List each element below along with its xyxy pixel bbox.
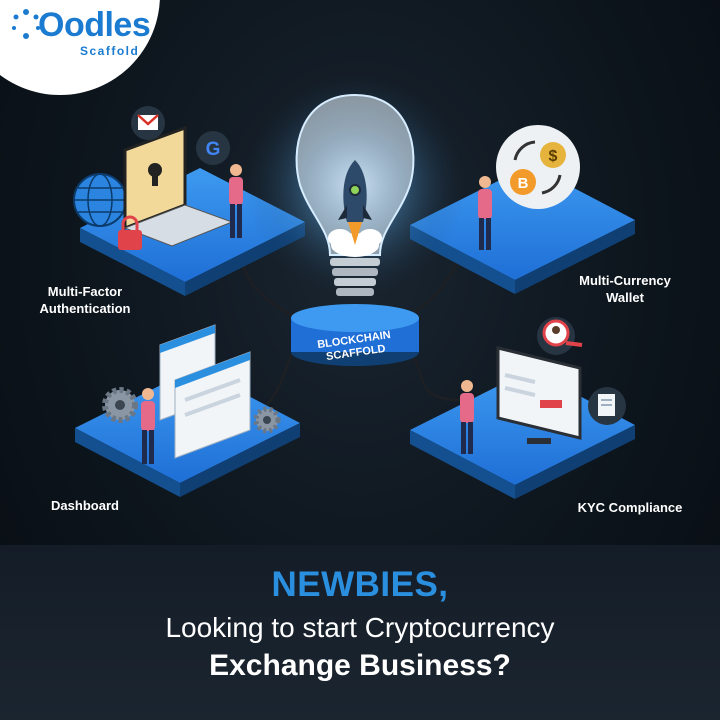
monitor-icon bbox=[496, 346, 582, 444]
laptop-lock-icon bbox=[123, 125, 234, 247]
feature-label-dashboard: Dashboard bbox=[51, 498, 119, 513]
gmail-icon bbox=[131, 106, 165, 140]
gear-icon bbox=[102, 387, 138, 423]
svg-text:B: B bbox=[518, 175, 529, 192]
svg-text:G: G bbox=[206, 139, 221, 160]
logo-name: Oodles bbox=[38, 6, 151, 44]
currency-exchange-icon: $ B bbox=[496, 125, 580, 209]
headline-newbies: NEWBIES, bbox=[271, 565, 449, 604]
svg-text:$: $ bbox=[549, 148, 558, 165]
person-figure bbox=[229, 164, 243, 238]
magnifier-user-icon bbox=[537, 317, 583, 355]
headline-subtext: Looking to start Cryptocurrency bbox=[165, 612, 555, 643]
wallet-line-1: Multi-Currency bbox=[579, 273, 671, 288]
gear-icon bbox=[253, 406, 281, 434]
wallet-line-2: Wallet bbox=[606, 290, 644, 305]
person-figure bbox=[478, 176, 492, 250]
logo-dots-icon bbox=[12, 9, 40, 39]
headline-banner: NEWBIES, Looking to start Cryptocurrency… bbox=[0, 545, 720, 720]
feature-label-mfa: Multi-Factor Authentication bbox=[20, 283, 150, 317]
feature-label-kyc: KYC Compliance bbox=[577, 500, 683, 515]
globe-icon bbox=[73, 173, 127, 227]
rocket-icon bbox=[328, 160, 382, 257]
person-figure bbox=[141, 388, 155, 464]
dashboard-screens-icon bbox=[159, 324, 251, 459]
person-figure bbox=[460, 380, 474, 454]
mfa-line-1: Multi-Factor bbox=[47, 284, 123, 299]
logo-subtitle: Scaffold bbox=[80, 44, 140, 58]
feature-label-wallet: Multi-Currency Wallet bbox=[560, 272, 690, 306]
padlock-icon bbox=[118, 215, 142, 250]
google-icon: G bbox=[196, 131, 230, 165]
mfa-line-2: Authentication bbox=[39, 301, 131, 316]
hub-base bbox=[291, 304, 419, 366]
document-icon bbox=[588, 387, 626, 425]
headline-question: Exchange Business? bbox=[209, 649, 511, 682]
